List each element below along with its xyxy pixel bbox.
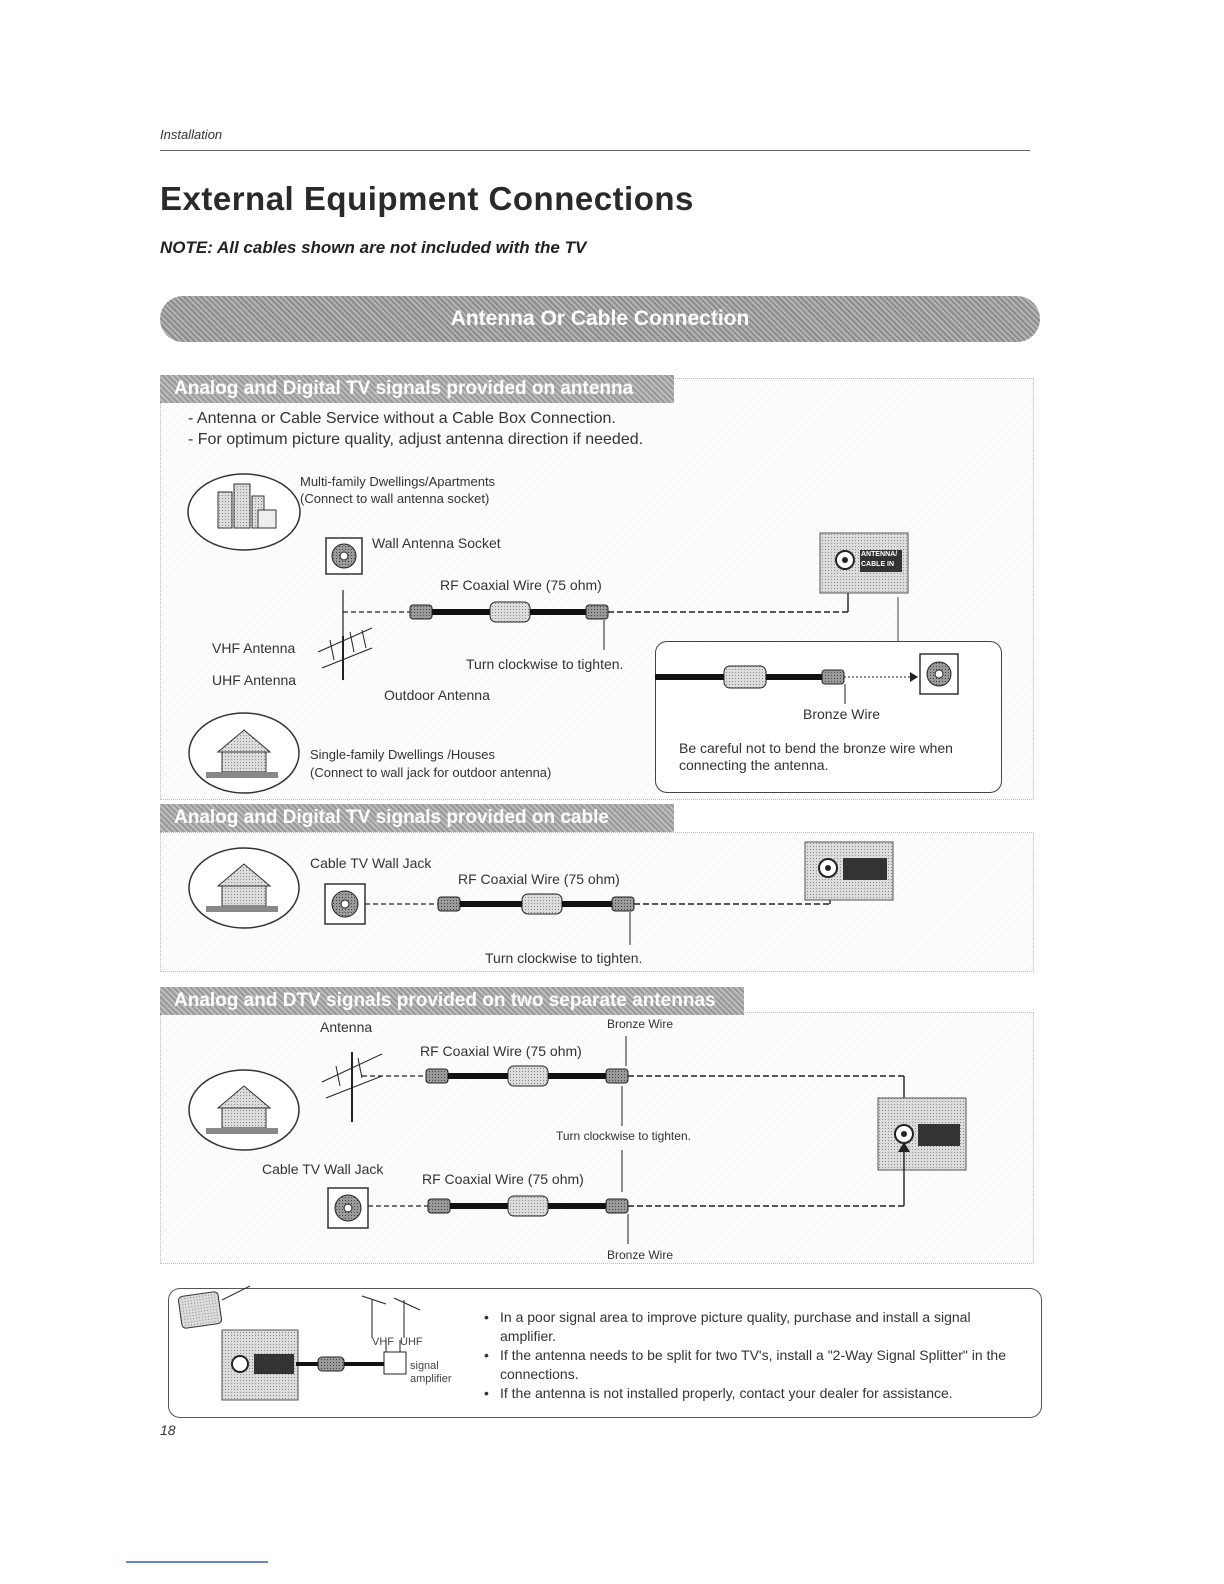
wall-socket-icon (325, 537, 363, 575)
cable-section-heading: Analog and Digital TV signals provided o… (160, 804, 674, 832)
wall-socket-icon (919, 653, 959, 695)
signal-amplifier-icon (383, 1340, 407, 1375)
apartment-building-icon (187, 473, 301, 551)
outdoor-antenna-icon (321, 1052, 383, 1122)
coaxial-cable-icon (425, 1065, 629, 1087)
dual-turn-label: Turn clockwise to tighten. (556, 1129, 691, 1143)
page-number: 18 (160, 1422, 176, 1438)
tips-vhf-label: VHF (372, 1336, 394, 1348)
bullet-2: - For optimum picture quality, adjust an… (188, 431, 644, 448)
wall-socket-label: Wall Antenna Socket (372, 535, 501, 551)
single-family-label: Single-family Dwellings /Houses (310, 747, 495, 762)
dual-section-heading: Analog and DTV signals provided on two s… (160, 987, 744, 1015)
antenna-section-heading: Analog and Digital TV signals provided o… (160, 375, 674, 403)
signal-amplifier-label: signal amplifier (410, 1360, 452, 1385)
section-banner: Antenna Or Cable Connection (160, 296, 1040, 342)
tv-antenna-port-icon (877, 1097, 967, 1171)
multi-family-sub: (Connect to wall antenna socket) (300, 491, 490, 506)
caution-text: Be careful not to bend the bronze wire w… (679, 740, 953, 773)
tips-uhf-label: UHF (400, 1336, 423, 1348)
tv-antenna-port-icon (819, 532, 909, 594)
page-title: External Equipment Connections (160, 180, 694, 217)
dual-bronze-top-label: Bronze Wire (607, 1017, 674, 1031)
note: NOTE: All cables shown are not included … (160, 238, 587, 257)
port-label-line: CABLE IN (861, 561, 895, 568)
cable-wall-jack-label: Cable TV Wall Jack (310, 855, 432, 871)
port-label: ANTENNA/ CABLE IN (861, 550, 897, 570)
bronze-label: Bronze Wire (803, 706, 881, 722)
turn-label: Turn clockwise to tighten. (466, 656, 624, 672)
port-label-line: ANTENNA/ (861, 551, 898, 558)
dual-antenna-label: Antenna (320, 1019, 373, 1035)
dual-bronze-bottom-label: Bronze Wire (607, 1248, 674, 1262)
coaxial-cable-icon (437, 893, 635, 915)
antenna-icon (361, 1295, 421, 1338)
header-rule (160, 150, 1030, 151)
outdoor-antenna-icon (317, 627, 373, 680)
bullet-1: - Antenna or Cable Service without a Cab… (188, 410, 616, 427)
multi-family-label: Multi-family Dwellings/Apartments (300, 474, 496, 489)
section-banner-label: Antenna Or Cable Connection (450, 307, 750, 330)
tip-item: If the antenna needs to be split for two… (478, 1346, 1018, 1384)
cable-wall-jack-icon (324, 883, 366, 925)
cable-wall-jack-icon (327, 1187, 369, 1229)
rf-wire-label: RF Coaxial Wire (75 ohm) (440, 577, 602, 593)
cable-turn-label: Turn clockwise to tighten. (485, 950, 643, 966)
tv-character-icon (177, 1285, 251, 1329)
tv-antenna-port-icon (804, 841, 894, 901)
house-icon (188, 712, 300, 794)
coaxial-cable-icon (427, 1195, 629, 1217)
house-icon (188, 1069, 300, 1151)
tip-item: If the antenna is not installed properly… (478, 1384, 1018, 1403)
dual-rf-wire-bottom-label: RF Coaxial Wire (75 ohm) (422, 1171, 584, 1187)
vhf-label: VHF Antenna (212, 640, 296, 656)
section-label: Installation (160, 127, 223, 142)
uhf-label: UHF Antenna (212, 672, 297, 688)
coaxial-cable-icon (409, 601, 609, 623)
house-icon (188, 847, 300, 929)
dual-wall-jack-label: Cable TV Wall Jack (262, 1161, 384, 1177)
cable-rf-wire-label: RF Coaxial Wire (75 ohm) (458, 871, 620, 887)
tips-list: In a poor signal area to improve picture… (478, 1308, 1018, 1403)
single-family-sub: (Connect to wall jack for outdoor antenn… (310, 765, 552, 780)
tip-item: In a poor signal area to improve picture… (478, 1308, 1018, 1346)
outdoor-antenna-label: Outdoor Antenna (384, 687, 490, 703)
dual-rf-wire-top-label: RF Coaxial Wire (75 ohm) (420, 1043, 582, 1059)
tv-antenna-port-icon (221, 1329, 299, 1401)
